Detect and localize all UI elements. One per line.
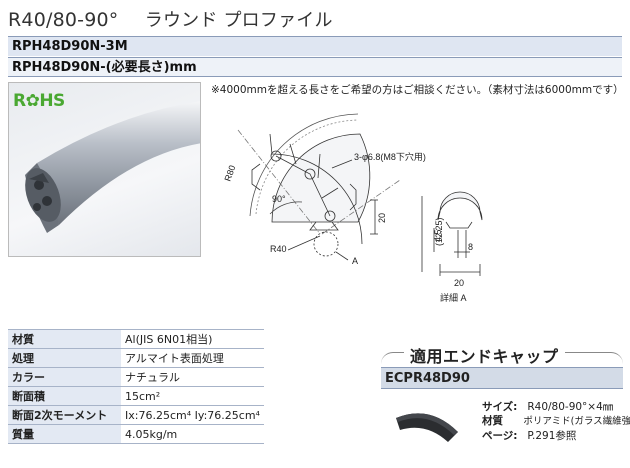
material-value: ポリアミド(ガラス繊維強化) [523,416,630,427]
profile-extrusion-image [25,101,200,233]
table-row: 処理アルマイト表面処理 [8,348,264,368]
spec-key: 処理 [8,348,121,368]
dim-r40: R40 [270,244,287,254]
dim-8: 8 [468,242,473,252]
angle-label: 90° [272,194,286,204]
model-number-row-2: RPH48D90N-(必要長さ)mm [8,57,622,77]
material-label: 材質 [482,415,503,427]
dim-r80: R80 [222,164,237,183]
dim-20b: 20 [454,278,464,288]
hole-spec-label: 3-φ6.8(M8下穴用) [354,151,426,162]
spec-value: 15cm² [121,386,264,406]
endcap-info: サイズ: R40/80-90°×4㎜ 材質 ポリアミド(ガラス繊維強化) ページ… [482,400,630,443]
title-sub: ラウンド プロファイル [144,10,333,31]
size-label: サイズ: [482,401,518,413]
page-title: R40/80-90° ラウンド プロファイル [8,6,333,32]
detail-a-label: 詳細 A [440,292,467,303]
spec-key: 材質 [8,329,121,349]
endcap-title: 適用エンドキャップ [404,343,565,367]
spec-value: Ix:76.25cm⁴ Iy:76.25cm⁴ [121,405,264,425]
spec-key: 断面2次モーメント [8,405,121,425]
endcap-model: ECPR48D90 [381,367,623,389]
product-photo: R✿HS [8,82,201,257]
length-note: ※4000mmを超える長さをご希望の方はご相談ください。（素材寸法は6000mm… [211,84,624,96]
endcap-size-row: サイズ: R40/80-90°×4㎜ [482,400,630,414]
endcap-material-row: 材質 ポリアミド(ガラス繊維強化) [482,414,630,429]
table-row: カラーナチュラル [8,367,264,387]
cross-section-drawing: R80 R40 90° 3-φ6.8(M8下穴用) 20 A 8 20 4.5 … [222,113,483,303]
spec-value: ナチュラル [121,367,264,387]
size-value: R40/80-90°×4㎜ [527,401,614,413]
spec-value: アルマイト表面処理 [121,348,264,368]
detail-marker-a: A [352,256,358,266]
rohs-logo: R✿HS [13,91,65,111]
page-label: ページ: [482,430,518,442]
endcap-image [396,413,458,442]
dim-4-5: 4.5 [433,229,443,242]
dim-12-25: (12.25) [434,217,444,246]
spec-value: 4.05kg/m [121,424,264,444]
title-main: R40/80-90° [8,9,119,31]
endcap-page-row: ページ: P.291参照 [482,429,630,443]
spec-value: Al(JIS 6N01相当) [121,329,264,349]
spec-key: 断面積 [8,386,121,406]
spec-key: 質量 [8,424,121,444]
spec-key: カラー [8,367,121,387]
page-value: P.291参照 [527,430,577,442]
model-number-row-1: RPH48D90N-3M [8,36,622,56]
dim-20: 20 [377,213,387,223]
